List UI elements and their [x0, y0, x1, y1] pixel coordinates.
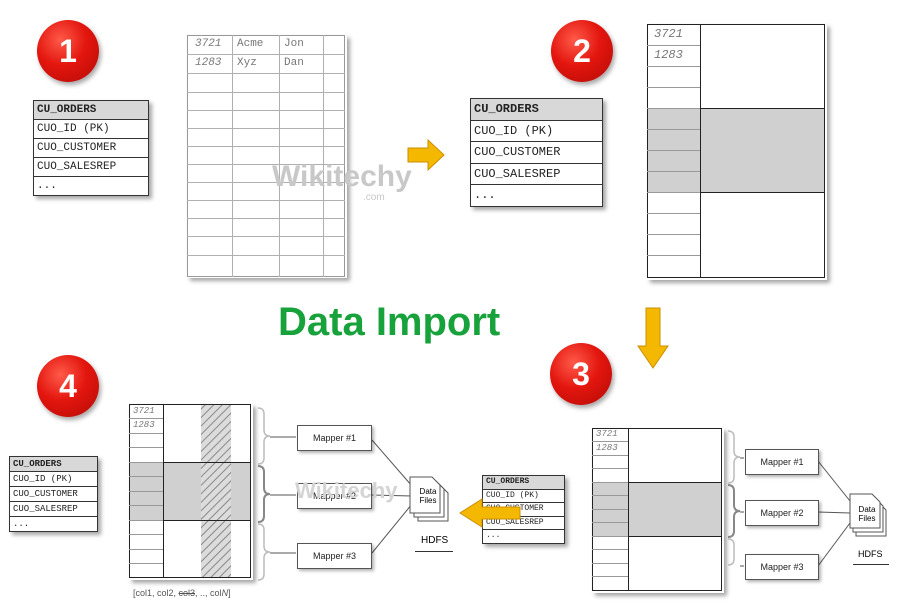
- columns-caption-italic: N: [221, 588, 229, 598]
- split-table-3: 3721 1283: [592, 428, 724, 593]
- table-field: CUO_CUSTOMER: [471, 142, 602, 164]
- data-files-line: Data: [858, 505, 876, 514]
- table-field: ...: [37, 180, 57, 192]
- mapper-label: Mapper #1: [760, 457, 804, 467]
- hdfs-label: HDFS: [421, 535, 449, 546]
- mapper-label: Mapper #3: [760, 562, 804, 572]
- mapper-label: Mapper #2: [760, 508, 804, 518]
- hdfs-underline: [415, 551, 453, 552]
- grid-cell: Jon: [284, 38, 304, 50]
- split-table-4: 3721 1283: [129, 404, 253, 580]
- split-id: 1283: [654, 48, 683, 62]
- split-id: 3721: [654, 27, 683, 41]
- step-badge-2: 2: [551, 20, 613, 82]
- step-badge-1: 1: [37, 20, 99, 82]
- columns-caption: [col1, col2, col3, .., colN]: [133, 588, 231, 598]
- table-field: CUO_ID (PK): [483, 490, 564, 503]
- columns-caption-part: [col1, col2,: [133, 588, 179, 598]
- watermark-text: Wikitechy: [295, 478, 398, 503]
- table-field: CUO_CUSTOMER: [10, 487, 97, 502]
- table-field: CUO_SALESREP: [10, 502, 97, 517]
- grid-cell: Acme: [237, 38, 264, 50]
- mapper-box: Mapper #2: [745, 500, 819, 526]
- table-field: ...: [486, 531, 501, 540]
- grid-cell: Dan: [284, 57, 304, 69]
- mapper-box: Mapper #2: [297, 483, 372, 509]
- table-name: CU_ORDERS: [483, 476, 564, 490]
- table-field: CUO_SALESREP: [34, 158, 148, 177]
- table-name: CU_ORDERS: [34, 101, 148, 120]
- table-field: CUO_SALESREP: [471, 164, 602, 185]
- watermark-sub: .com: [363, 192, 385, 203]
- cu-orders-table-1: CU_ORDERS CUO_ID (PK) CUO_CUSTOMER CUO_S…: [33, 100, 149, 196]
- table-field: ...: [13, 519, 30, 529]
- mapper-box: Mapper #3: [745, 554, 819, 580]
- columns-caption-part: ]: [228, 588, 231, 598]
- split-id: 3721: [596, 429, 618, 439]
- data-files-icon: [849, 493, 887, 537]
- table-field: CUO_ID (PK): [10, 472, 97, 487]
- cu-orders-table-2: CU_ORDERS CUO_ID (PK) CUO_CUSTOMER CUO_S…: [470, 98, 603, 207]
- grid-cell: 1283: [195, 57, 222, 69]
- split-id: 3721: [133, 406, 155, 416]
- data-files-label: Data Files: [854, 505, 880, 523]
- arrow-down-icon: [637, 307, 669, 369]
- mapper-label: Mapper #1: [312, 433, 357, 443]
- table-field: ...: [474, 188, 496, 202]
- hdfs-underline: [853, 564, 889, 565]
- watermark-logo: Wikitechy: [295, 478, 398, 504]
- data-grid: 3721 Acme Jon 1283 Xyz Dan: [187, 35, 347, 278]
- columns-caption-struck: col3: [178, 588, 196, 598]
- data-files-line: Files: [858, 514, 876, 523]
- page-title: Data Import: [278, 300, 501, 344]
- split-table-2: 3721 1283: [647, 24, 827, 280]
- arrow-left-icon: [459, 498, 521, 528]
- watermark-logo: Wikitechy: [272, 160, 412, 194]
- mapper-box: Mapper #1: [745, 449, 819, 475]
- hdfs-label: HDFS: [858, 549, 883, 559]
- split-id: 1283: [596, 443, 618, 453]
- mapper-box: Mapper #1: [297, 425, 372, 451]
- grid-cell: 3721: [195, 38, 222, 50]
- table-field: CUO_CUSTOMER: [34, 139, 148, 158]
- split-id: 1283: [133, 420, 155, 430]
- watermark-text: Wikitechy: [272, 160, 412, 193]
- grid-cell: Xyz: [237, 57, 257, 69]
- arrow-right-icon: [407, 138, 445, 172]
- cu-orders-table-4: CU_ORDERS CUO_ID (PK) CUO_CUSTOMER CUO_S…: [9, 456, 98, 532]
- table-name: CU_ORDERS: [471, 99, 602, 121]
- table-field: CUO_SALESREP: [483, 517, 564, 530]
- table-field: CUO_ID (PK): [471, 121, 602, 142]
- mapper-connectors-3: [727, 430, 851, 567]
- mapper-label: Mapper #2: [312, 491, 357, 501]
- columns-caption-part: , .., col: [195, 588, 222, 598]
- mapper-label: Mapper #3: [312, 551, 357, 561]
- step-badge-3: 3: [550, 343, 612, 405]
- mapper-connectors-4: [257, 407, 413, 581]
- step-badge-4: 4: [37, 355, 99, 417]
- data-files-label: Data Files: [414, 487, 442, 505]
- mapper-box: Mapper #3: [297, 543, 372, 569]
- data-files-icon: [409, 476, 449, 522]
- table-field: CUO_ID (PK): [34, 120, 148, 139]
- data-files-line: Data: [419, 487, 437, 496]
- data-files-line: Files: [419, 496, 437, 505]
- table-name: CU_ORDERS: [10, 457, 97, 472]
